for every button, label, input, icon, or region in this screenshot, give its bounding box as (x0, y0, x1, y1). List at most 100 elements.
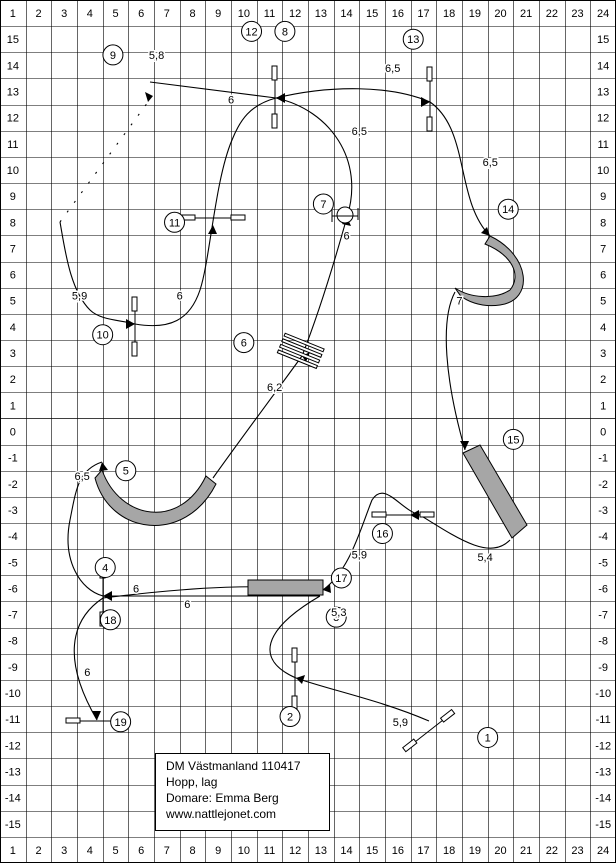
distance-label: 7 (456, 296, 462, 308)
x-axis-label: 8 (189, 8, 195, 20)
y-axis-label: -9 (8, 662, 18, 674)
path-segment (67, 461, 104, 597)
distance-label: 5,3 (331, 607, 346, 619)
x-axis-label: 11 (264, 8, 275, 20)
tire-7 (331, 206, 359, 224)
number-circle (94, 556, 116, 578)
jump-8 (271, 65, 278, 129)
x-axis-label: 19 (469, 845, 481, 857)
y-axis-label: 1 (10, 400, 16, 412)
x-axis-label: 10 (238, 8, 250, 20)
distance-label: 6 (84, 667, 90, 679)
distance-label: 6 (133, 583, 139, 595)
judge-name: Domare: Emma Berg (166, 791, 279, 805)
distance-label: 5,9 (72, 291, 87, 303)
tunnel-14 (454, 235, 524, 307)
distance-label: 6,5 (352, 126, 367, 138)
y-axis-label: -11 (5, 714, 20, 726)
number-text: 1 (485, 732, 491, 744)
number-circle (92, 324, 114, 346)
arrows (92, 92, 490, 720)
number-circle (233, 332, 255, 354)
x-axis-label: 20 (494, 845, 506, 857)
number-circle (325, 606, 347, 628)
y-axis-label: 11 (597, 139, 608, 151)
path-segment (275, 88, 431, 103)
y-axis-label: -8 (8, 636, 18, 648)
distance-label: 6 (184, 599, 190, 611)
path-segment (59, 221, 136, 325)
obstacle-number: 5 (115, 460, 137, 482)
number-circle (402, 28, 424, 50)
x-axis-label: 16 (392, 845, 404, 857)
y-axis-label: -2 (598, 479, 608, 491)
number-text: 17 (335, 573, 347, 585)
obstacle-number: 4 (94, 556, 116, 578)
y-axis-label: 4 (10, 322, 16, 334)
x-axis-label: 18 (443, 845, 455, 857)
path-segment (212, 355, 303, 479)
number-text: 16 (376, 528, 388, 540)
tunnel-5 (94, 469, 217, 526)
y-axis-label: -6 (8, 583, 18, 595)
y-axis-label: 8 (600, 217, 606, 229)
y-axis-label: 10 (597, 165, 609, 177)
distance-label: 6 (177, 291, 183, 303)
number-text: 19 (115, 717, 127, 729)
number-text: 9 (110, 50, 116, 62)
obstacle-number: 2 (279, 706, 301, 728)
x-axis-label: 24 (597, 845, 609, 857)
number-text: 11 (169, 217, 180, 229)
dogwalk-3 (247, 579, 324, 596)
obstacle-number: 7 (312, 193, 334, 215)
x-axis-label: 9 (215, 8, 221, 20)
obstacle-number: 3 (325, 606, 347, 628)
x-axis-label: 13 (315, 8, 327, 20)
y-axis-label: 15 (7, 34, 19, 46)
x-axis-label: 17 (417, 845, 429, 857)
y-axis-label: 2 (10, 374, 16, 386)
distance-label: 6,5 (483, 157, 498, 169)
x-axis-label: 4 (87, 8, 93, 20)
x-axis-label: 20 (494, 8, 506, 20)
jump-13 (426, 66, 433, 132)
y-axis-label: -7 (8, 610, 18, 622)
x-axis-label: 2 (35, 8, 41, 20)
y-axis-label: -10 (595, 688, 611, 700)
path-segment (419, 514, 511, 549)
x-axis-label: 22 (546, 845, 558, 857)
obstacle-6 (276, 332, 325, 370)
y-axis-label: -5 (8, 557, 18, 569)
y-axis-label: -14 (595, 793, 611, 805)
number-text: 2 (287, 712, 293, 724)
y-axis-label: 6 (10, 270, 16, 282)
y-axis-label: -4 (8, 531, 18, 543)
distance-label: 6,2 (267, 382, 282, 394)
number-text: 5 (123, 466, 129, 478)
x-axis-label: 19 (469, 8, 481, 20)
x-axis-label: 3 (61, 8, 67, 20)
x-axis-label: 21 (520, 845, 532, 857)
number-circle (164, 211, 186, 233)
y-axis-label: 6 (600, 270, 606, 282)
number-circle (99, 609, 121, 631)
x-axis-label: 6 (138, 8, 144, 20)
obstacle-number: 9 (102, 44, 124, 66)
obstacle-number: 13 (402, 28, 424, 50)
x-axis-label: 13 (315, 845, 327, 857)
number-circle (241, 20, 263, 42)
y-axis-label: -3 (8, 505, 18, 517)
x-axis-label: 22 (546, 8, 558, 20)
y-axis-label: 13 (597, 87, 609, 99)
distance-label: 5,8 (149, 50, 164, 62)
obstacle-number: 17 (330, 567, 352, 589)
obstacle-number: 8 (274, 20, 296, 42)
number-text: 15 (507, 434, 519, 446)
jump-2 (291, 647, 298, 711)
x-axis-label: 14 (340, 845, 352, 857)
obstacle-number: 16 (371, 522, 393, 544)
obstacle-number: 6 (233, 332, 255, 354)
